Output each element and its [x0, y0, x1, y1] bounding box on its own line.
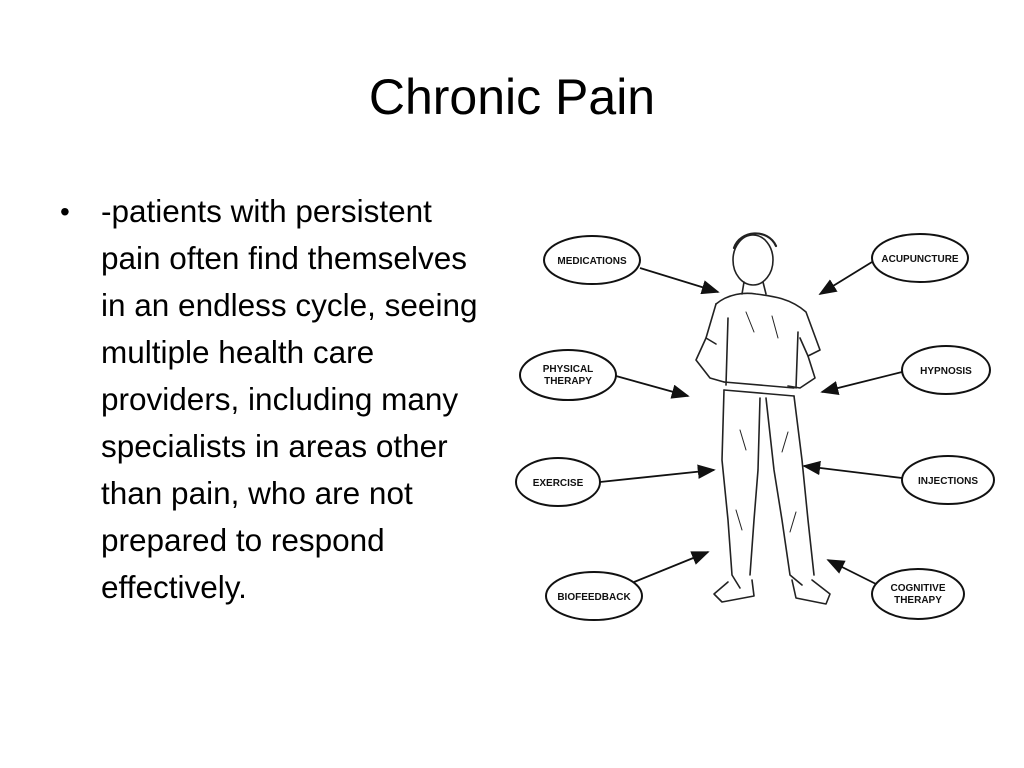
label-acupuncture: ACUPUNCTURE: [881, 254, 959, 265]
label-cognitive-therapy-line2: THERAPY: [894, 595, 942, 606]
oval-injections: INJECTIONS: [901, 455, 995, 505]
slide-title: Chronic Pain: [368, 69, 656, 125]
label-physical-therapy-line1: PHYSICAL: [543, 364, 594, 375]
bullet-text: -patients with persistent pain often fin…: [101, 193, 478, 605]
oval-cognitive-therapy: COGNITIVE THERAPY: [871, 568, 965, 620]
label-hypnosis: HYPNOSIS: [920, 366, 972, 377]
arrow-cognitive-therapy: [826, 559, 877, 585]
label-medications: MEDICATIONS: [557, 256, 627, 267]
label-exercise: EXERCISE: [533, 478, 584, 489]
arrow-biofeedback: [633, 551, 710, 583]
bullet-dot-icon: •: [60, 196, 70, 227]
oval-hypnosis: HYPNOSIS: [901, 345, 991, 395]
treatment-illustration: MEDICATIONS ACUPUNCTURE PHYSICAL THERAPY…: [510, 220, 1000, 635]
label-physical-therapy-line2: THERAPY: [544, 376, 592, 387]
arrow-exercise: [599, 464, 716, 483]
arrow-physical-therapy: [615, 375, 690, 399]
arrow-hypnosis: [820, 371, 903, 396]
bullet-list: • -patients with persistent pain often f…: [60, 188, 480, 611]
arrow-injections: [802, 460, 903, 479]
arrow-acupuncture: [818, 261, 873, 295]
label-injections: INJECTIONS: [918, 476, 978, 487]
arrow-medications: [639, 267, 720, 295]
person-figure: [695, 232, 831, 605]
oval-acupuncture: ACUPUNCTURE: [871, 233, 969, 283]
oval-medications: MEDICATIONS: [543, 235, 641, 285]
treatment-diagram: MEDICATIONS ACUPUNCTURE PHYSICAL THERAPY…: [515, 232, 995, 621]
oval-biofeedback: BIOFEEDBACK: [545, 571, 643, 621]
oval-exercise: EXERCISE: [515, 457, 601, 507]
label-cognitive-therapy-line1: COGNITIVE: [890, 583, 945, 594]
oval-physical-therapy: PHYSICAL THERAPY: [519, 349, 617, 401]
label-biofeedback: BIOFEEDBACK: [557, 592, 631, 603]
bullet-item: • -patients with persistent pain often f…: [60, 188, 480, 611]
